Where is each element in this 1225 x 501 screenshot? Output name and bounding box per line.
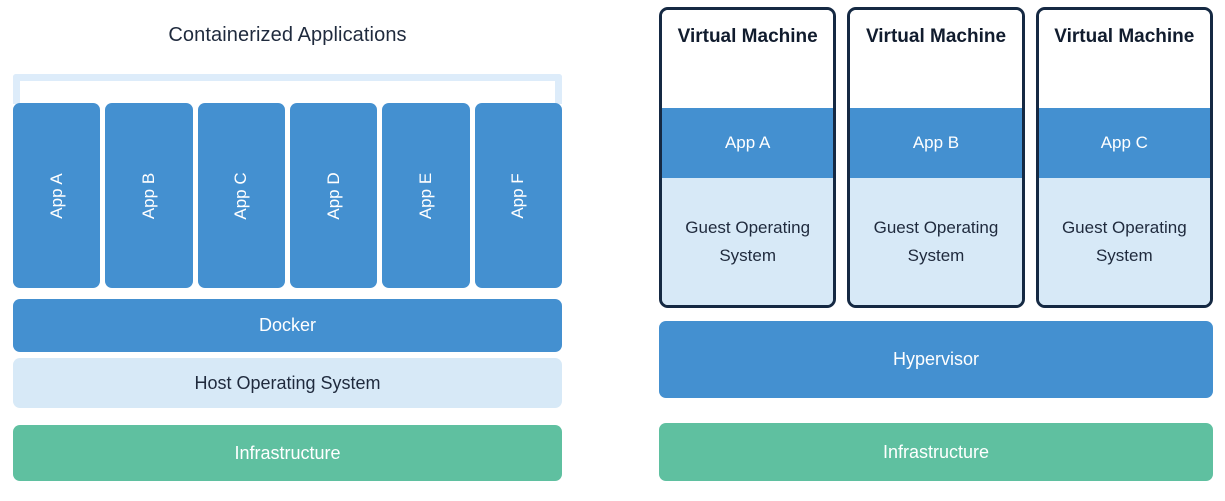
container-app-box[interactable]: App A — [13, 103, 101, 288]
hypervisor-layer[interactable]: Hypervisor — [659, 321, 1213, 398]
virtual-machine-box[interactable]: Virtual Machine App B Guest Operating Sy… — [847, 7, 1025, 308]
container-app-box[interactable]: App B — [105, 103, 193, 288]
host-operating-system-layer[interactable]: Host Operating System — [13, 358, 562, 408]
page-title: Containerized Applications — [168, 23, 407, 46]
vm-guest-os-layer[interactable]: Guest Operating System — [1038, 178, 1210, 305]
containerized-applications-panel: Containerized Applications App A App B A… — [0, 0, 600, 501]
container-app-label: App F — [508, 172, 528, 219]
container-app-label: App C — [231, 171, 251, 220]
infrastructure-layer-right[interactable]: Infrastructure — [659, 423, 1213, 481]
container-bracket-shape — [13, 74, 562, 104]
vm-app-layer[interactable]: App C — [1038, 108, 1210, 178]
container-app-box[interactable]: App F — [474, 103, 562, 288]
vm-app-layer[interactable]: App A — [662, 108, 834, 178]
container-app-label: App B — [138, 172, 158, 219]
container-app-label: App E — [415, 172, 435, 219]
vm-header-label: Virtual Machine — [850, 10, 1022, 108]
vm-guest-os-layer[interactable]: Guest Operating System — [850, 178, 1022, 305]
virtual-machine-box[interactable]: Virtual Machine App C Guest Operating Sy… — [1035, 7, 1213, 308]
virtual-machine-box[interactable]: Virtual Machine App A Guest Operating Sy… — [659, 7, 837, 308]
container-app-box[interactable]: App C — [197, 103, 285, 288]
container-app-label: App A — [46, 172, 66, 219]
docker-layer[interactable]: Docker — [13, 299, 562, 352]
container-app-box[interactable]: App E — [382, 103, 470, 288]
container-app-row: App A App B App C App D App E App F — [13, 103, 562, 288]
vm-header-label: Virtual Machine — [662, 10, 834, 108]
container-app-box[interactable]: App D — [289, 103, 378, 288]
infrastructure-layer-left[interactable]: Infrastructure — [13, 425, 562, 481]
vm-header-label: Virtual Machine — [1038, 10, 1210, 108]
vm-app-layer[interactable]: App B — [850, 108, 1022, 178]
virtual-machine-row: Virtual Machine App A Guest Operating Sy… — [659, 7, 1213, 308]
vm-guest-os-layer[interactable]: Guest Operating System — [662, 178, 834, 305]
container-app-label: App D — [323, 171, 343, 220]
